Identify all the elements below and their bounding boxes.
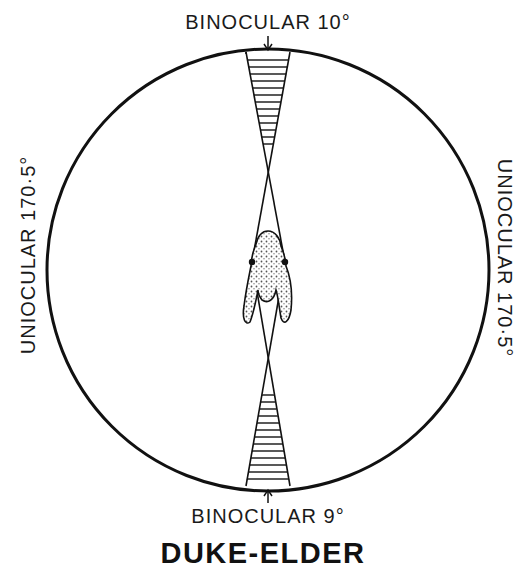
eye-dot (249, 259, 255, 265)
field-circle (47, 49, 489, 491)
field-label: UNIOCULAR 170·5° (495, 159, 515, 358)
binocular-hatching (230, 60, 300, 144)
eye-dot (282, 259, 288, 265)
caption-text: DUKE-ELDER (160, 539, 365, 568)
field-label: BINOCULAR 9° (191, 506, 344, 526)
field-label: BINOCULAR 10° (185, 12, 351, 32)
field-label: UNIOCULAR 170·5° (18, 156, 38, 355)
pointer-arrow (264, 36, 272, 503)
head-figure (243, 231, 291, 323)
binocular-hatching (230, 395, 300, 479)
